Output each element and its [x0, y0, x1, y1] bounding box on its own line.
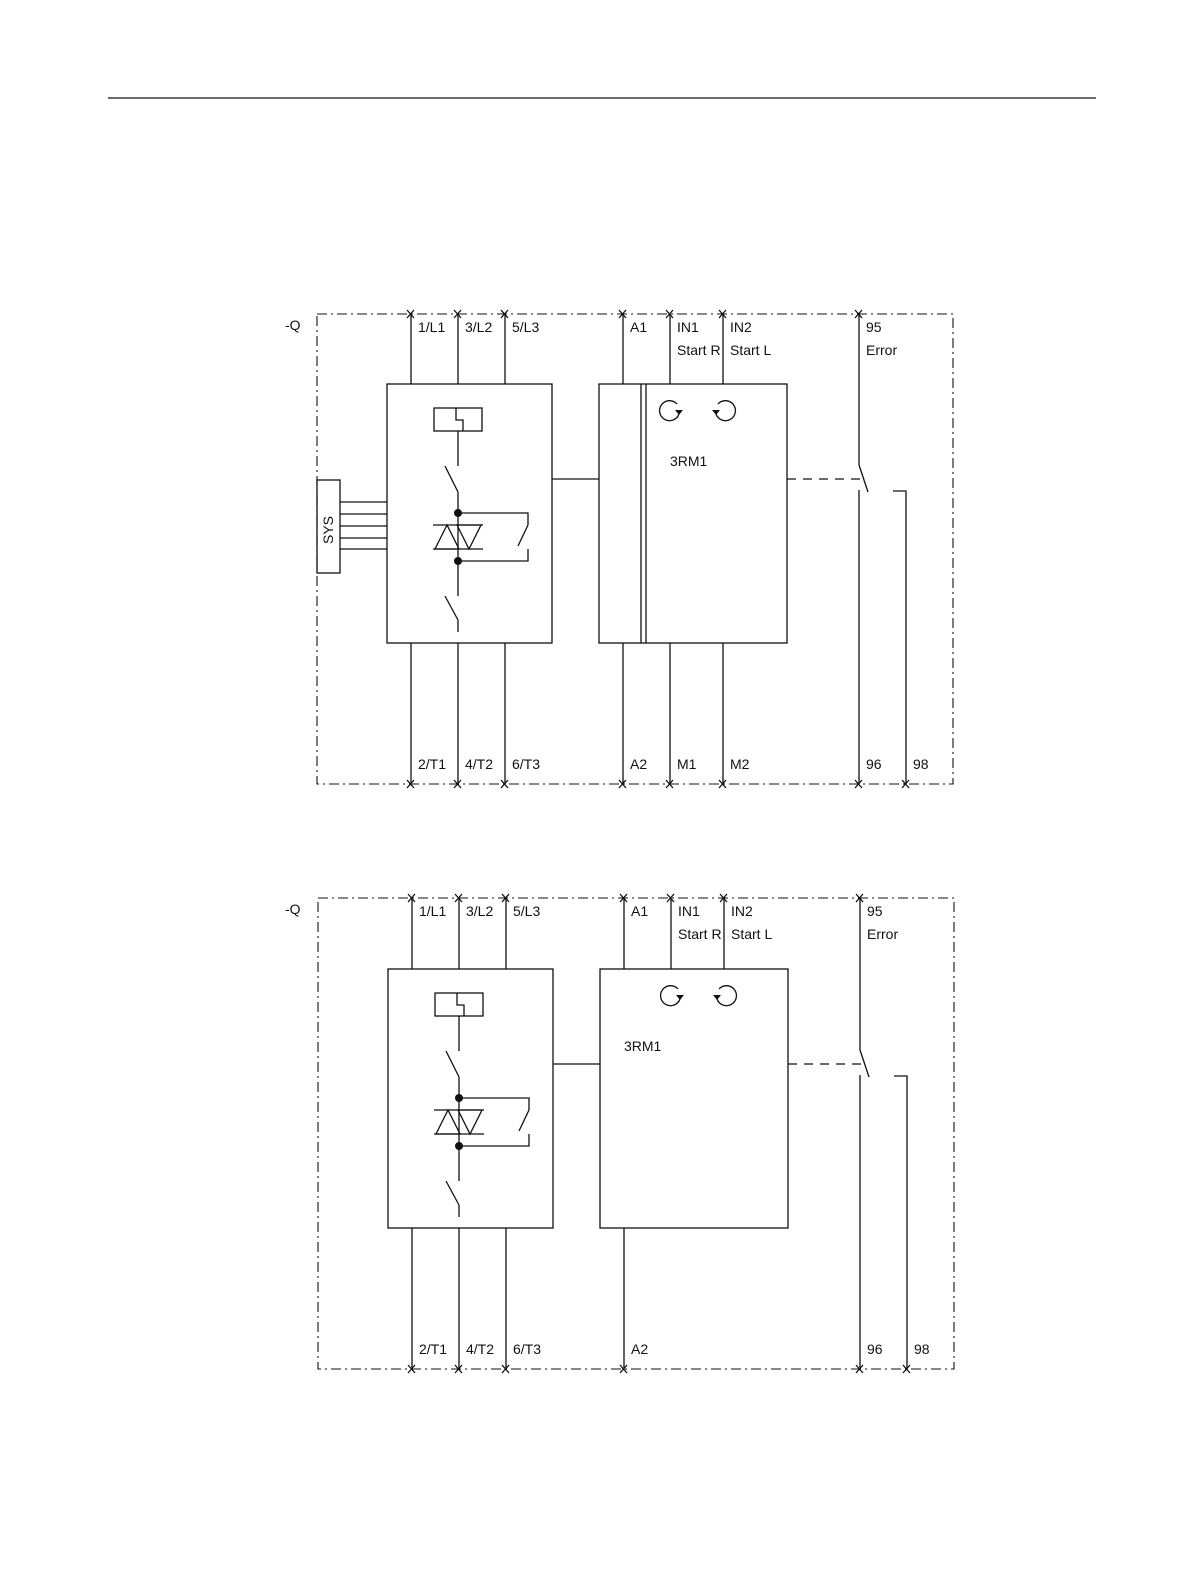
terminal-label-5-L3: 5/L3 — [512, 319, 539, 335]
terminal-label-A1: A1 — [630, 319, 647, 335]
terminal-label-A2: A2 — [631, 1341, 648, 1357]
module-name: 3RM1 — [670, 453, 708, 469]
terminal-label-98: 98 — [914, 1341, 930, 1357]
diagram-2: -Q 1/L1 3/L2 5/L3 A1 IN1 IN2 95 Start R … — [285, 894, 954, 1373]
lower-contact-switch — [446, 1146, 459, 1217]
rotate-counterclockwise-icon — [713, 986, 736, 1006]
module-name: 3RM1 — [624, 1038, 662, 1054]
sublabel-start-r: Start R — [677, 342, 721, 358]
thyristor-icon — [434, 1098, 529, 1146]
terminal-label-98: 98 — [913, 756, 929, 772]
main-contact-switch — [446, 1051, 459, 1097]
terminal-label-M2: M2 — [730, 756, 750, 772]
terminal-label-3-L2: 3/L2 — [465, 319, 492, 335]
terminal-label-4-T2: 4/T2 — [466, 1341, 494, 1357]
terminal-label-95: 95 — [867, 903, 883, 919]
terminal-marks-top — [408, 894, 863, 902]
thyristor-icon — [433, 513, 528, 561]
terminal-label-2-T1: 2/T1 — [418, 756, 446, 772]
error-relay-contact — [859, 314, 906, 784]
rotate-clockwise-icon — [661, 986, 684, 1006]
terminal-label-A2: A2 — [630, 756, 647, 772]
terminal-label-A1: A1 — [631, 903, 648, 919]
terminal-label-IN1: IN1 — [677, 319, 699, 335]
terminal-label-IN2: IN2 — [730, 319, 752, 335]
sublabel-start-l: Start L — [730, 342, 771, 358]
rotate-counterclockwise-icon — [712, 401, 735, 421]
terminal-label-3-L2: 3/L2 — [466, 903, 493, 919]
sublabel-start-r: Start R — [678, 926, 722, 942]
relay-coil-icon — [434, 408, 482, 466]
sys-label: SYS — [320, 516, 336, 544]
sublabel-error: Error — [867, 926, 898, 942]
sys-bus-lines — [340, 502, 387, 549]
terminal-label-IN1: IN1 — [678, 903, 700, 919]
relay-coil-icon — [435, 993, 483, 1051]
terminal-label-96: 96 — [866, 756, 882, 772]
lower-contact-switch — [445, 561, 458, 632]
main-contact-switch — [445, 466, 458, 512]
diagram-1: -Q 1/L1 3/L2 5/L3 A1 IN1 IN2 95 Start R … — [285, 310, 953, 788]
terminal-label-4-T2: 4/T2 — [465, 756, 493, 772]
terminal-label-1-L1: 1/L1 — [419, 903, 446, 919]
rotate-clockwise-icon — [660, 401, 683, 421]
device-designation: -Q — [285, 317, 301, 333]
terminal-label-IN2: IN2 — [731, 903, 753, 919]
terminal-label-95: 95 — [866, 319, 882, 335]
terminal-marks-top — [407, 310, 862, 318]
sublabel-start-l: Start L — [731, 926, 772, 942]
terminal-label-5-L3: 5/L3 — [513, 903, 540, 919]
terminal-label-M1: M1 — [677, 756, 697, 772]
terminal-label-6-T3: 6/T3 — [512, 756, 540, 772]
control-module-box — [599, 384, 787, 643]
terminal-label-96: 96 — [867, 1341, 883, 1357]
terminal-label-6-T3: 6/T3 — [513, 1341, 541, 1357]
terminal-label-1-L1: 1/L1 — [418, 319, 445, 335]
error-relay-contact — [860, 898, 907, 1369]
control-module-box — [600, 969, 788, 1228]
terminal-label-2-T1: 2/T1 — [419, 1341, 447, 1357]
sublabel-error: Error — [866, 342, 897, 358]
device-designation: -Q — [285, 901, 301, 917]
